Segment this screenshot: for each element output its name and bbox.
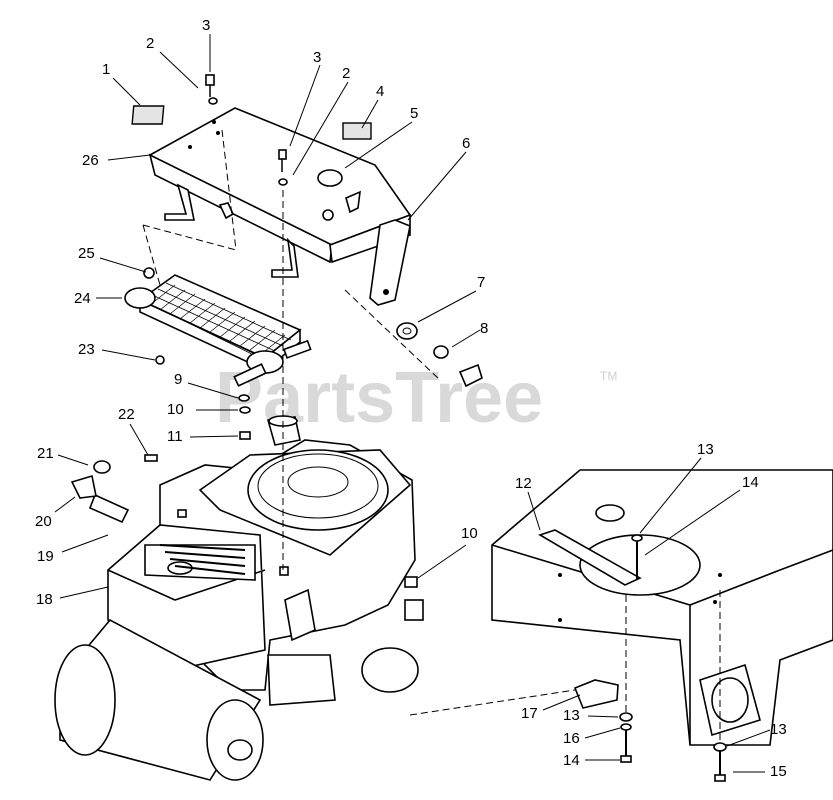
- fitting-8: [433, 345, 483, 388]
- callout-7: 7: [477, 274, 485, 291]
- callout-13: 13: [770, 721, 787, 738]
- callout-25: 25: [78, 245, 95, 262]
- callout-8: 8: [480, 320, 488, 337]
- callout-6: 6: [462, 135, 470, 152]
- callout-14: 14: [742, 474, 759, 491]
- washer-2-right: [278, 178, 288, 186]
- callout-13: 13: [563, 707, 580, 724]
- callout-1: 1: [102, 61, 110, 78]
- callout-24: 24: [74, 290, 91, 307]
- muffler: [54, 524, 266, 781]
- callout-12: 12: [515, 475, 532, 492]
- callout-26: 26: [82, 152, 99, 169]
- callout-19: 19: [37, 548, 54, 565]
- callout-2: 2: [342, 65, 350, 82]
- callout-labels: 1 2 3 3 2 4 5 6 26 25 24 23 7 8 9 10 11 …: [35, 17, 787, 780]
- lock-washer-16: [620, 723, 632, 731]
- callout-14: 14: [563, 752, 580, 769]
- washer-13-right: [713, 742, 727, 752]
- washer-13-mid: [619, 712, 633, 722]
- callout-3: 3: [202, 17, 210, 34]
- exhaust-pipe-19: [88, 493, 130, 524]
- washer-10: [239, 406, 251, 414]
- elbow-20: [70, 474, 97, 499]
- nut-10-lower: [404, 576, 418, 588]
- screw-3-left: [205, 74, 215, 97]
- washer-2-left: [208, 97, 218, 105]
- callout-15: 15: [770, 763, 787, 780]
- leader-lines: [54, 34, 771, 773]
- callout-23: 23: [78, 341, 95, 358]
- screw-3-right: [278, 149, 287, 172]
- callout-2: 2: [146, 35, 154, 52]
- callout-18: 18: [36, 591, 53, 608]
- decal-4: [342, 122, 372, 140]
- nut-23: [155, 355, 165, 365]
- stud-22: [144, 454, 158, 462]
- callout-4: 4: [376, 83, 384, 100]
- engine-shroud: [148, 107, 412, 306]
- oil-cooler: [124, 274, 312, 387]
- callout-22: 22: [118, 406, 135, 423]
- washer-9: [238, 394, 250, 402]
- callout-20: 20: [35, 513, 52, 530]
- callout-16: 16: [563, 730, 580, 747]
- clamp-25: [143, 267, 155, 279]
- callout-17: 17: [521, 705, 538, 722]
- nut-21: [93, 460, 111, 474]
- callout-10: 10: [167, 401, 184, 418]
- bolt-15: [714, 750, 726, 782]
- frame-assembly: [491, 469, 833, 746]
- callout-21: 21: [37, 445, 54, 462]
- watermark-tm: TM: [600, 369, 617, 383]
- nut-11: [239, 431, 251, 440]
- callout-5: 5: [410, 105, 418, 122]
- callout-3: 3: [313, 49, 321, 66]
- bolt-14-lower: [620, 730, 632, 763]
- callout-10: 10: [461, 525, 478, 542]
- callout-13: 13: [697, 441, 714, 458]
- bolt-14-upper: [631, 534, 643, 580]
- callout-9: 9: [174, 371, 182, 388]
- decal-1: [131, 105, 165, 125]
- callout-11: 11: [167, 428, 183, 445]
